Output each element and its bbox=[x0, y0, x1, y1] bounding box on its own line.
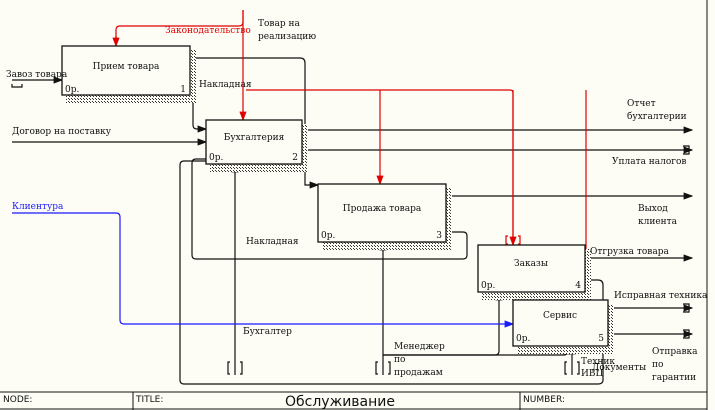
footer: NODE: TITLE: Обслуживание NUMBER: bbox=[0, 391, 707, 410]
label-shipment: Отгрузка товара bbox=[590, 247, 669, 257]
label-manager: Менеджер bbox=[394, 342, 445, 352]
activity-box-3[interactable]: Продажа товара 0р. 3 bbox=[317, 183, 452, 250]
box-cost: 0р. bbox=[321, 231, 335, 241]
box-cost: 0р. bbox=[481, 281, 495, 291]
label-documents: Документы bbox=[592, 363, 646, 373]
box-title: Сервис bbox=[543, 311, 577, 321]
box-title: Заказы bbox=[514, 259, 548, 269]
label-legislation: Законодательство bbox=[165, 26, 251, 36]
label-accountant: Бухгалтер bbox=[243, 327, 292, 337]
activity-box-2[interactable]: Бухгалтерия 0р. 2 bbox=[205, 119, 308, 172]
label-invoice-2: Накладная bbox=[246, 237, 299, 247]
label-tax: Уплата налогов bbox=[612, 157, 687, 167]
label-technician: Техник bbox=[581, 357, 615, 367]
label-warranty: Отправка bbox=[652, 347, 698, 357]
activity-box-5[interactable]: Сервис 0р. 5 bbox=[512, 299, 614, 354]
label-manager-2: по bbox=[394, 355, 405, 365]
label-client-exit-2: клиента bbox=[638, 217, 678, 227]
label-warranty-2: по bbox=[652, 360, 663, 370]
label-goods-for-sale: Товар на bbox=[258, 19, 300, 29]
label-working-equipment: Исправная техника bbox=[614, 291, 708, 301]
box-number: 4 bbox=[575, 281, 581, 291]
node-label: NODE: bbox=[3, 395, 32, 405]
label-supply-contract: Договор на поставку bbox=[12, 127, 112, 137]
arrow-clients bbox=[12, 212, 515, 328]
box-number: 2 bbox=[292, 153, 298, 163]
box-title: Продажа товара bbox=[343, 204, 422, 214]
box-title: Прием товара bbox=[93, 62, 160, 72]
title-label: TITLE: bbox=[135, 395, 163, 405]
box-cost: 0р. bbox=[65, 85, 79, 95]
label-manager-3: продажам bbox=[394, 368, 443, 378]
box-title: Бухгалтерия bbox=[224, 133, 285, 143]
label-goods-for-sale-2: реализацию bbox=[258, 32, 316, 42]
activity-box-1[interactable]: Прием товара 0р. 1 bbox=[61, 45, 196, 103]
box-number: 3 bbox=[436, 231, 442, 241]
label-report-2: бухгалтерии bbox=[627, 111, 687, 122]
box-number: 5 bbox=[598, 334, 604, 344]
label-client-exit: Выход bbox=[638, 204, 668, 214]
box-cost: 0р. bbox=[209, 153, 223, 163]
arrow-labels: Законодательство Товар на реализацию Зав… bbox=[6, 19, 708, 383]
diagram-title: Обслуживание bbox=[285, 394, 395, 410]
label-technician-2: ИВЦ bbox=[581, 369, 603, 379]
number-label: NUMBER: bbox=[523, 395, 565, 405]
label-invoice: Накладная bbox=[199, 80, 252, 90]
activity-box-4[interactable]: Заказы 0р. 4 bbox=[477, 244, 591, 300]
arrows-control bbox=[112, 10, 590, 302]
label-goods-import: Завоз товара bbox=[6, 70, 68, 80]
box-number: 1 bbox=[180, 85, 186, 95]
label-warranty-3: гарантии bbox=[652, 373, 696, 383]
label-clients: Клиентура bbox=[12, 202, 64, 212]
box-cost: 0р. bbox=[516, 334, 530, 344]
label-report: Отчет bbox=[627, 99, 656, 109]
